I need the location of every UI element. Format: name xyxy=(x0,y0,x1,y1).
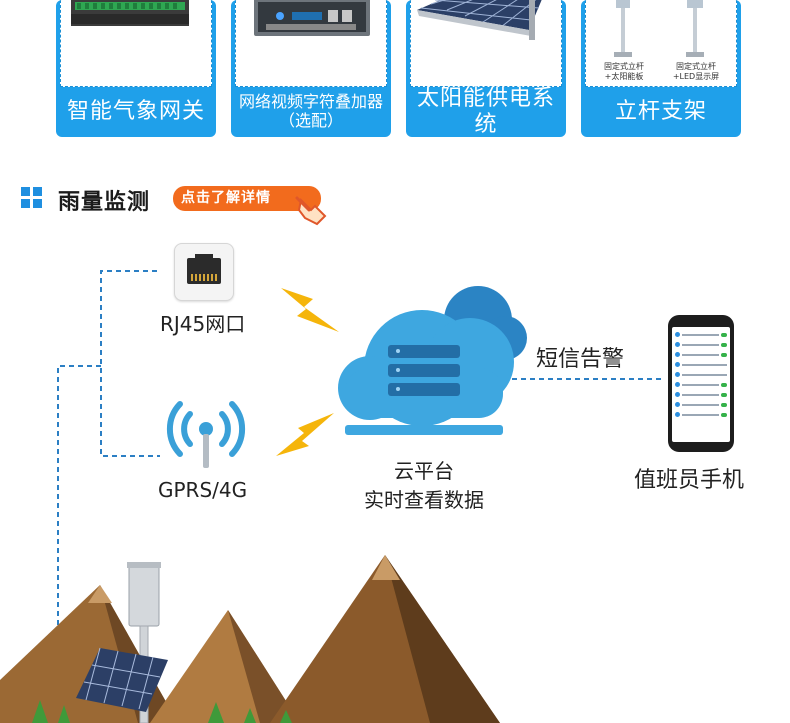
gateway-device-image xyxy=(60,0,212,87)
grid-icon xyxy=(21,187,42,208)
solar-panel-image xyxy=(410,0,562,87)
mobile-phone-image xyxy=(668,315,734,452)
pointing-hand-icon xyxy=(295,196,327,226)
pole-caption-1-line2: +太阳能板 xyxy=(604,72,644,81)
product-card-gateway[interactable]: 智能气象网关 xyxy=(56,0,216,137)
product-label-video-overlay: 网络视频字符叠加器（选配） xyxy=(239,92,384,130)
product-card-solar[interactable]: 太阳能供电系统 xyxy=(406,0,566,137)
mountain-landscape xyxy=(0,555,500,723)
wireless-signal-icon xyxy=(166,401,246,457)
rain-gauge-station xyxy=(76,562,168,723)
pole-caption-2-line2: +LED显示屏 xyxy=(672,72,720,81)
product-label-solar: 太阳能供电系统 xyxy=(416,86,555,137)
video-overlay-device-image xyxy=(235,0,387,87)
rj45-port-icon xyxy=(174,243,234,301)
pole-caption-1-line1: 固定式立杆 xyxy=(604,62,644,71)
product-card-pole[interactable]: 固定式立杆 +太阳能板 固定式立杆 +LED显示屏 立杆支架 xyxy=(581,0,741,137)
gprs-label: GPRS/4G xyxy=(158,478,248,502)
lightning-bolt-icon xyxy=(281,288,339,332)
tree-row xyxy=(32,700,292,723)
pole-caption-2-line1: 固定式立杆 xyxy=(676,62,716,71)
cloud-platform-label: 云平台 xyxy=(394,459,454,483)
duty-phone-label: 值班员手机 xyxy=(634,468,745,493)
lightning-bolt-icon-2 xyxy=(276,413,334,456)
product-label-gateway: 智能气象网关 xyxy=(66,99,205,125)
cloud-icon xyxy=(338,286,527,435)
server-stack-icon xyxy=(388,345,460,396)
sms-alert-label: 短信告警 xyxy=(536,347,625,372)
product-label-pole: 立杆支架 xyxy=(614,99,707,125)
section-title: 雨量监测 xyxy=(58,190,151,215)
product-card-video-overlay[interactable]: 网络视频字符叠加器（选配） xyxy=(231,0,391,137)
mounting-pole-image: 固定式立杆 +太阳能板 固定式立杆 +LED显示屏 xyxy=(585,0,737,87)
realtime-data-label: 实时查看数据 xyxy=(364,488,484,512)
rj45-label: RJ45网口 xyxy=(160,312,246,336)
